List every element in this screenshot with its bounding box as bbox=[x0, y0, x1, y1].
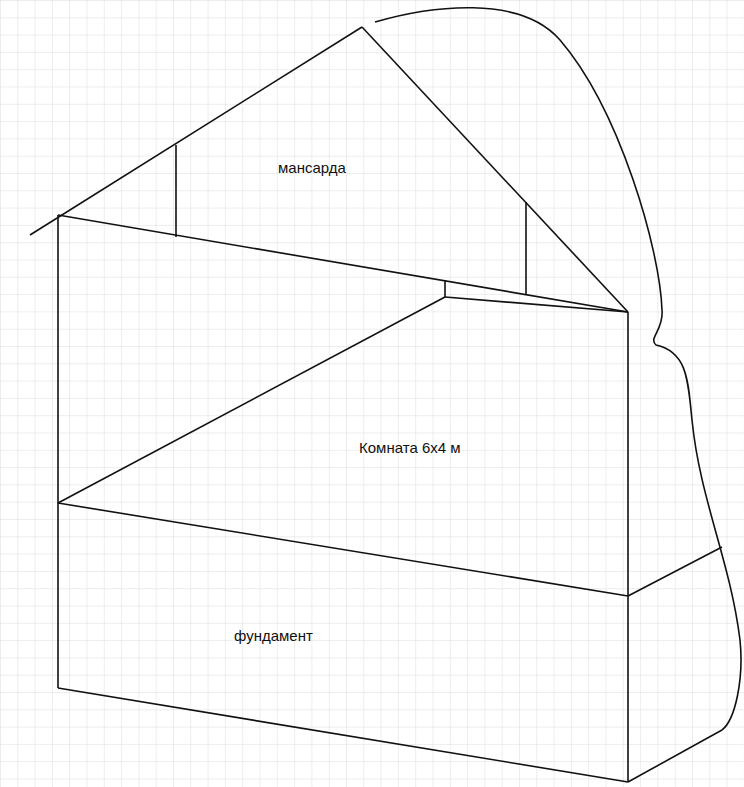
room-label: Комната 6x4 м bbox=[359, 439, 461, 457]
foundation-label: фундамент bbox=[234, 627, 313, 645]
attic-label: мансарда bbox=[278, 159, 346, 177]
house-lines bbox=[30, 8, 741, 782]
